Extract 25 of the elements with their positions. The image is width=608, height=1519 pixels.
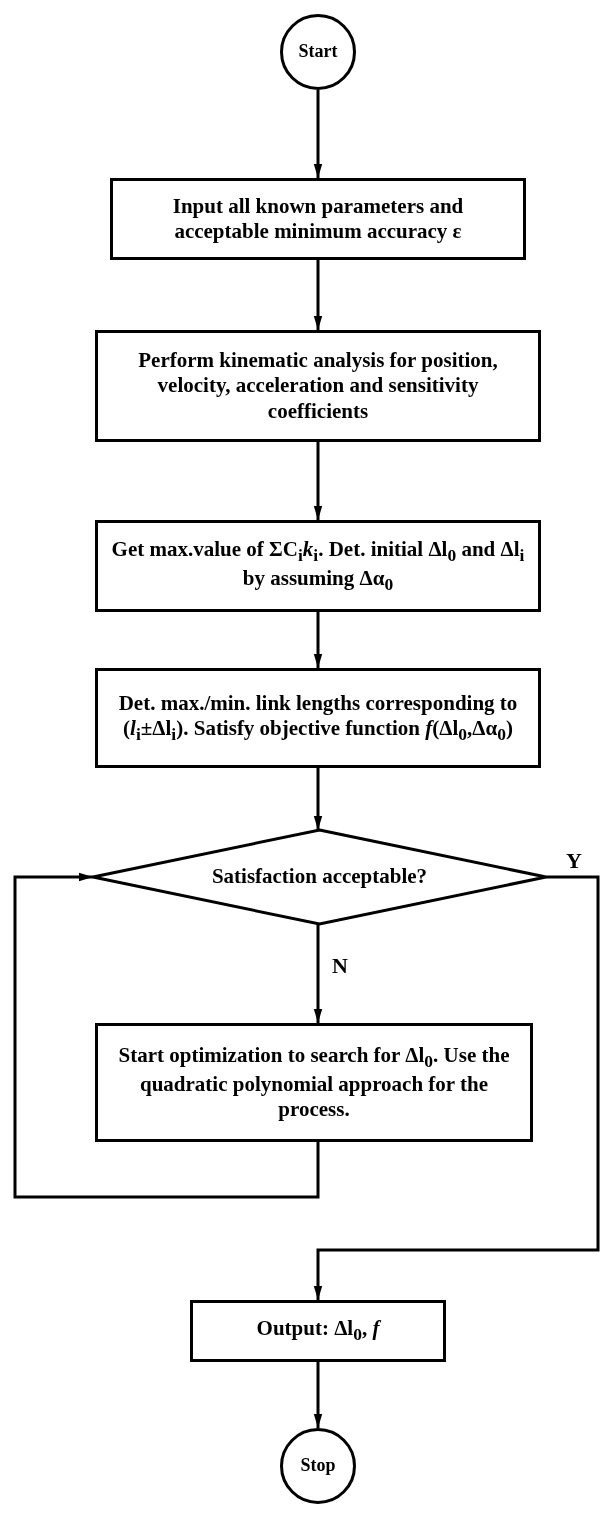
node-text: Output: Δl$_{0}$, f: [256, 1316, 380, 1346]
arrow: [313, 260, 323, 330]
process-box: [190, 1300, 446, 1362]
node-text: Perform kinematic analysis for position, velocity, acceleration and sensitivity coefficients: [137, 348, 499, 424]
arrow: [313, 875, 600, 1300]
arrow: [313, 768, 323, 830]
node-text: Get max.value of ΣC$_{i}$k$_{i}$. Det. initial Δl$_{0}$ and Δl$_{i}$ by assuming Δα$_{0}$: [110, 536, 526, 596]
node-text: Start optimization to search for Δl$_{0}$. Use the quadratic polynomial approach for the process.: [117, 1042, 511, 1123]
arrow: [313, 90, 323, 178]
process-box: [95, 520, 541, 612]
node-text: Det. max./min. link lengths corresponding to (l$_{i}$±Δl$_{i}$). Satisfy objective function f(Δl$_{0}$,Δα$_{0}$): [117, 690, 519, 746]
arrow: [313, 1362, 323, 1428]
node-text: Satisfaction acceptable?: [211, 864, 428, 890]
node-text: Start: [298, 41, 338, 63]
node-text: Stop: [300, 1455, 336, 1477]
process-box: [110, 178, 526, 260]
process-box: [95, 668, 541, 768]
process-box: [95, 1023, 533, 1142]
arrow: [313, 924, 323, 1023]
process-box: [95, 330, 541, 442]
decision-diamond: [93, 830, 546, 924]
arrow: [13, 872, 320, 1199]
arrow: [313, 612, 323, 668]
arrow: [313, 442, 323, 520]
node-text: Input all known parameters and acceptable minimum accuracy ε: [171, 193, 465, 245]
